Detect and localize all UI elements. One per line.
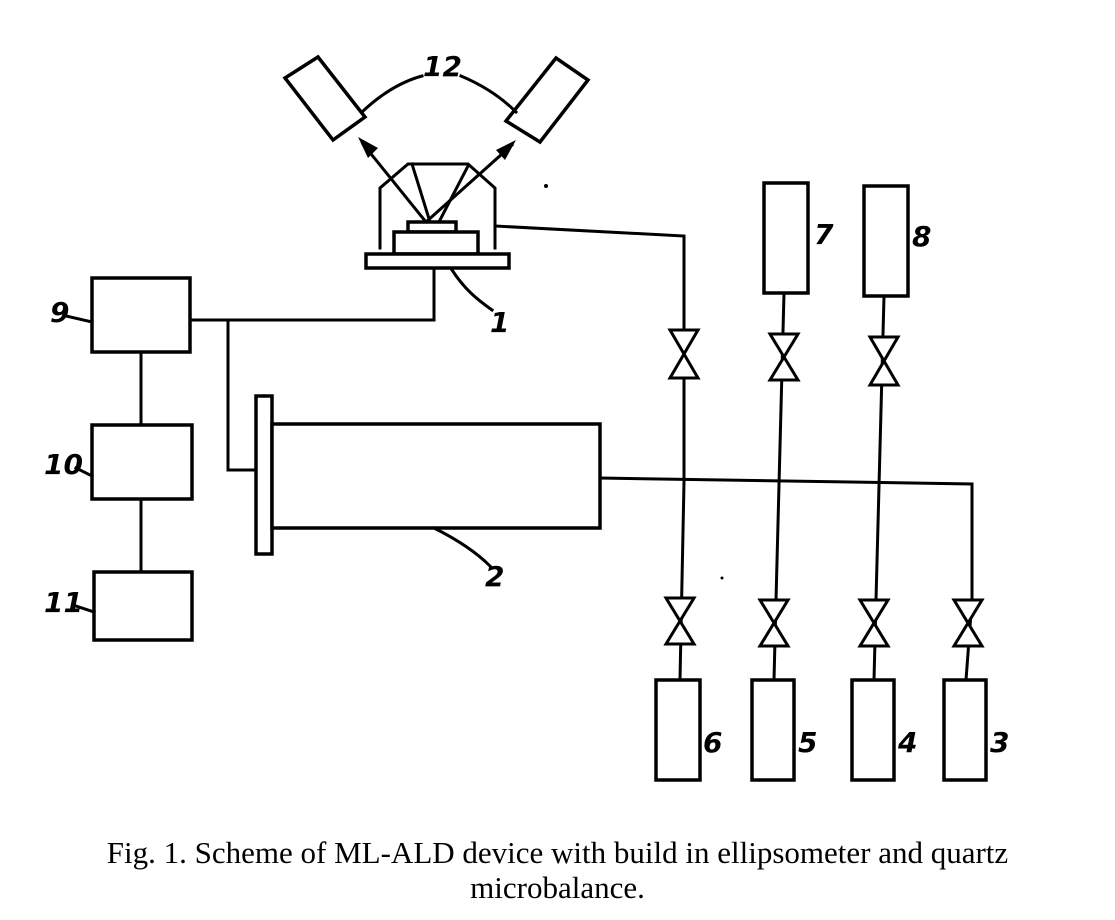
valve-lower-5 — [757, 598, 791, 648]
unit-10-box — [90, 423, 194, 501]
valve-lower-6 — [663, 596, 697, 646]
caption-line-1: Fig. 1. Scheme of ML-ALD device with bui… — [106, 835, 1009, 870]
vessel-6 — [654, 678, 702, 782]
valve-lower-3 — [951, 598, 985, 648]
label-2-leader — [431, 525, 493, 569]
ellipsometer-right-arm — [503, 55, 591, 145]
label-11-leader — [74, 604, 96, 614]
unit-9-box — [90, 276, 192, 354]
label-11: 11 — [44, 586, 83, 619]
light-beam-out — [360, 141, 429, 225]
label-12: 12 — [423, 50, 462, 83]
label-10: 10 — [44, 448, 83, 481]
figure-caption: Fig. 1. Scheme of ML-ALD device with bui… — [0, 835, 1115, 905]
beam-arrow-left — [358, 137, 378, 158]
chamber-flange — [254, 394, 274, 556]
label-7: 7 — [814, 218, 834, 251]
label-8: 8 — [912, 220, 931, 253]
label-5: 5 — [798, 726, 817, 759]
valve-lower-4 — [857, 598, 891, 648]
label-10-leader — [73, 465, 95, 479]
speck — [544, 184, 548, 188]
label-3: 3 — [990, 726, 1009, 759]
label-9: 9 — [50, 296, 69, 329]
reaction-chamber — [270, 422, 602, 530]
vessel-8 — [862, 184, 910, 298]
cell-gas-line — [493, 224, 686, 484]
ellipsometer-left-arm — [282, 54, 368, 143]
unit9-to-chamber-line — [226, 318, 258, 472]
cell-signal-line — [190, 268, 436, 322]
light-beam-in — [423, 142, 515, 225]
valve-upper-2 — [767, 332, 801, 382]
vessel-7 — [762, 181, 810, 295]
label-1-leader — [449, 267, 495, 313]
label-2: 2 — [485, 560, 504, 593]
label-12-leader-right — [459, 74, 519, 115]
valve-upper-3 — [867, 335, 901, 387]
vessel-4 — [850, 678, 896, 782]
speck — [720, 576, 724, 580]
unit-11-box — [92, 570, 194, 642]
valve-upper-1 — [667, 328, 701, 380]
line-6 — [678, 480, 686, 682]
label-6: 6 — [703, 726, 722, 759]
beam-arrow-right — [496, 140, 516, 160]
vessel-3 — [942, 678, 988, 782]
main-gas-manifold — [598, 476, 974, 602]
label-9-leader — [64, 314, 94, 324]
label-4: 4 — [897, 726, 917, 759]
caption-line-2: microbalance. — [470, 870, 645, 905]
vessel-5 — [750, 678, 796, 782]
reaction-cell — [364, 162, 511, 270]
label-12-leader-left — [359, 74, 424, 115]
label-1: 1 — [490, 306, 509, 339]
